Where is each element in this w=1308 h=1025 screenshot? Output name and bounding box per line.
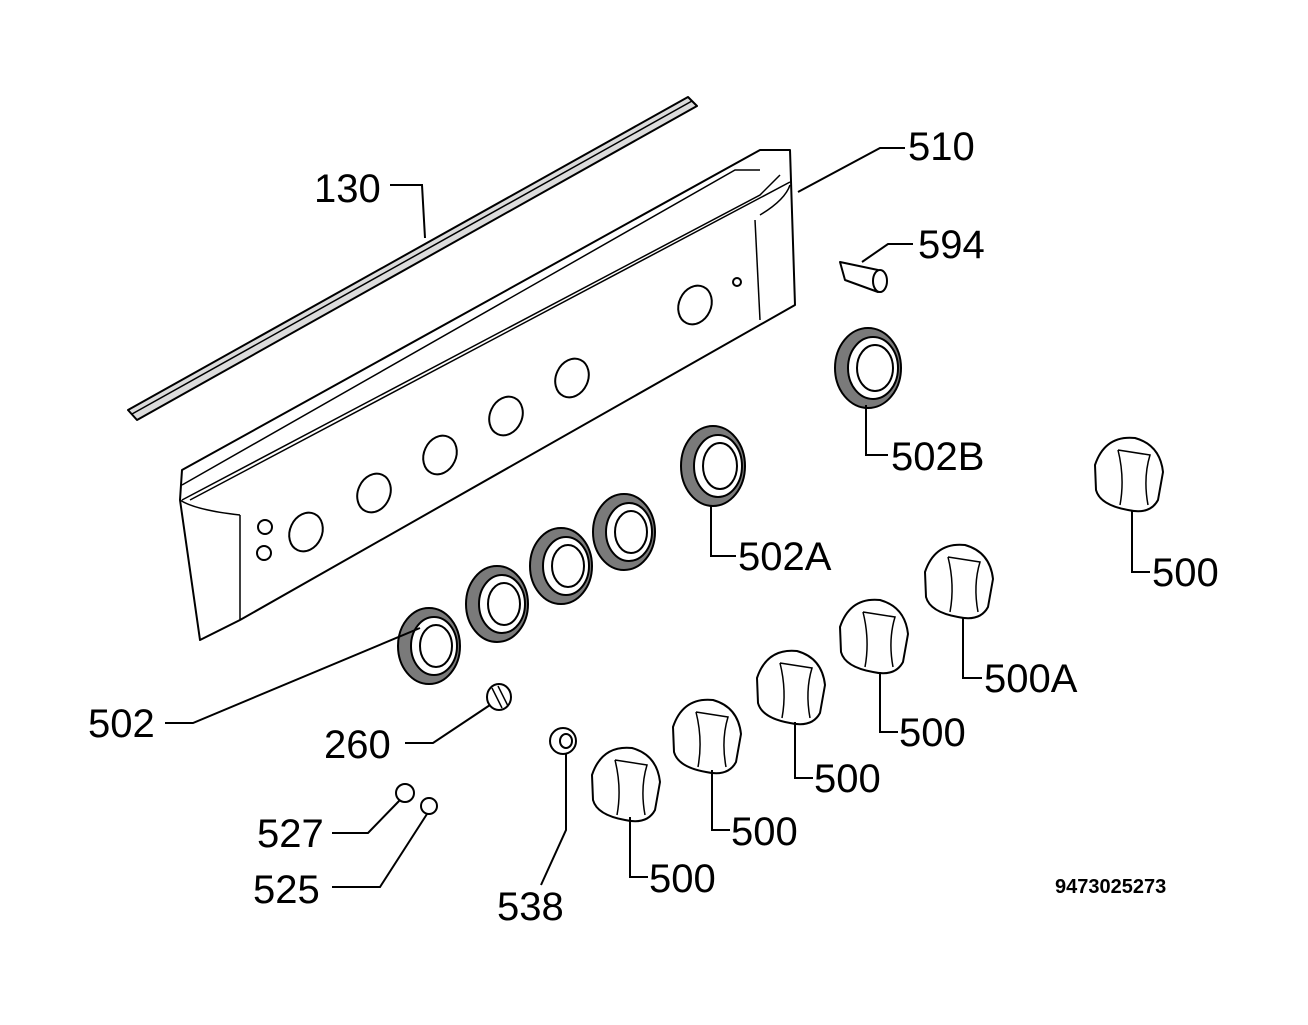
- control-knob: [591, 746, 661, 823]
- drawing-number: 9473025273: [1055, 876, 1166, 898]
- label-500-2: 500: [731, 810, 798, 854]
- bezel-ring: [592, 493, 656, 571]
- label-525: 525: [253, 868, 320, 912]
- control-knob: [1094, 436, 1164, 513]
- label-130: 130: [314, 167, 381, 211]
- label-510: 510: [908, 125, 975, 169]
- bush-538: [549, 727, 577, 755]
- label-260: 260: [324, 723, 391, 767]
- label-594: 594: [918, 223, 985, 267]
- label-500-top-right: 500: [1152, 551, 1219, 595]
- label-538: 538: [497, 885, 564, 929]
- label-502a: 502A: [738, 535, 832, 579]
- label-500-4: 500: [899, 711, 966, 755]
- leader-lines: [165, 147, 1150, 888]
- control-knob: [756, 649, 826, 726]
- label-500-3: 500: [814, 757, 881, 801]
- gasket-strip-130: [127, 96, 698, 421]
- label-500a: 500A: [984, 657, 1078, 701]
- control-knob: [672, 698, 742, 775]
- spring-260: [486, 683, 512, 711]
- control-knob: [924, 543, 994, 620]
- bezel-ring: [465, 565, 529, 643]
- label-502: 502: [88, 702, 155, 746]
- insert-525: [420, 797, 438, 815]
- insert-527: [395, 783, 415, 803]
- label-500-1: 500: [649, 857, 716, 901]
- bezel-ring-502a: [680, 425, 746, 507]
- control-panel-510: [179, 149, 796, 641]
- control-knob: [839, 598, 909, 675]
- label-502b: 502B: [891, 435, 984, 479]
- bezel-ring: [397, 607, 461, 685]
- bezel-ring-502b: [834, 327, 902, 409]
- label-527: 527: [257, 812, 324, 856]
- bezel-rings-502: [397, 493, 656, 685]
- bezel-ring: [529, 527, 593, 605]
- indicator-lamp-594: [839, 261, 888, 293]
